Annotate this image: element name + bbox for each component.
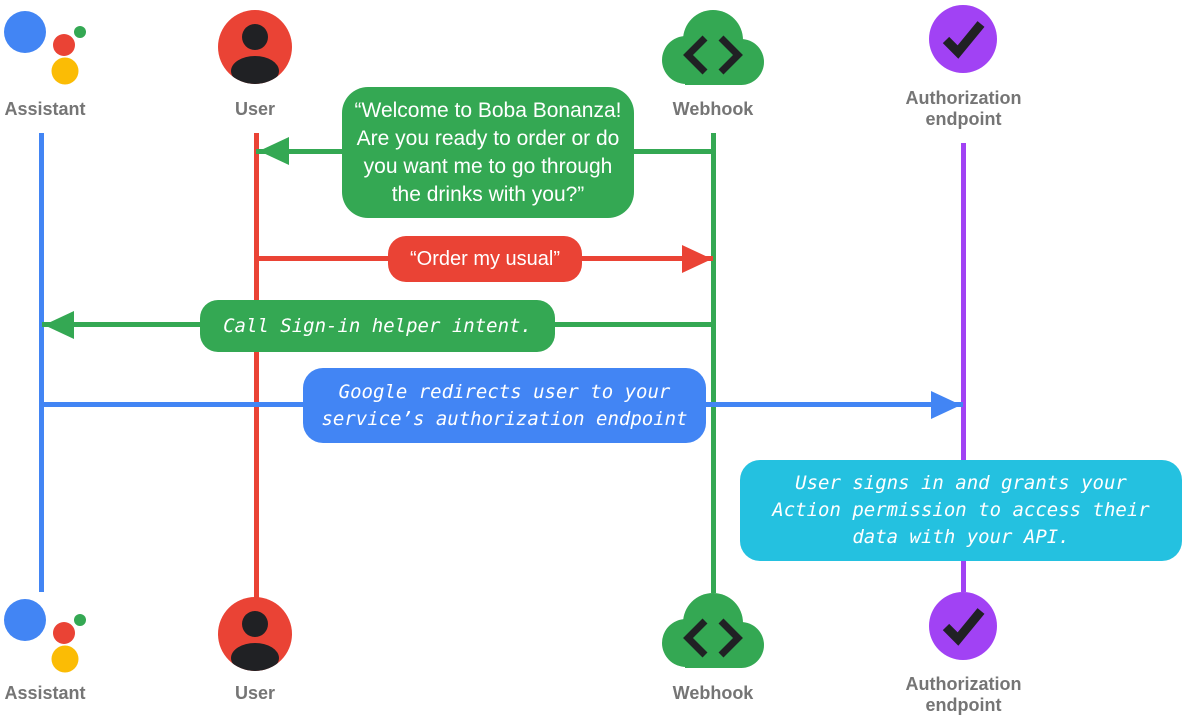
message-welcome: “Welcome to Boba Bonanza! Are you ready … <box>342 87 634 218</box>
lifeline-assistant <box>39 133 44 592</box>
arrow-redirect-head-icon <box>931 391 961 419</box>
message-redirect: Google redirects user to your service’s … <box>303 368 706 443</box>
lifeline-authorization-endpoint <box>961 143 966 592</box>
actor-label-assistant-bottom: Assistant <box>4 683 86 703</box>
actor-label-assistant-top: Assistant <box>4 99 86 119</box>
webhook-cloud-icon <box>661 592 765 670</box>
google-assistant-icon <box>2 8 88 88</box>
actor-label-auth-top: Authorization endpoint <box>905 88 1022 129</box>
arrow-welcome-head-icon <box>259 137 289 165</box>
actor-label-webhook-top: Webhook <box>672 99 754 119</box>
auth-check-icon <box>929 5 997 73</box>
arrow-order-head-icon <box>682 245 712 273</box>
lifeline-webhook <box>711 133 716 593</box>
auth-check-icon <box>929 592 997 660</box>
user-icon <box>218 10 292 84</box>
webhook-cloud-icon <box>661 9 765 87</box>
actor-label-user-bottom: User <box>234 683 276 703</box>
lifeline-user <box>254 133 259 598</box>
user-icon <box>218 597 292 671</box>
actor-label-webhook-bottom: Webhook <box>672 683 754 703</box>
google-assistant-icon <box>2 596 88 676</box>
actor-label-auth-bottom: Authorization endpoint <box>905 674 1022 715</box>
arrow-signin-head-icon <box>44 311 74 339</box>
message-order: “Order my usual” <box>388 236 582 282</box>
actor-label-user-top: User <box>234 99 276 119</box>
note-user-grants: User signs in and grants your Action per… <box>740 460 1182 561</box>
message-signin-helper: Call Sign-in helper intent. <box>200 300 555 352</box>
